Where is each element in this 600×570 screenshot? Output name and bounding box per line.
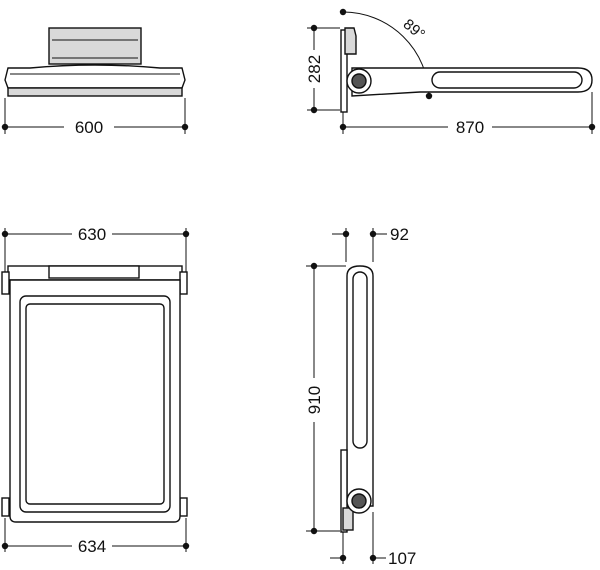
side-upright <box>344 27 357 55</box>
top-view: 630 634 <box>1 225 190 556</box>
dim-870-label: 870 <box>456 118 484 137</box>
folded-view: 92 910 107 <box>305 225 416 568</box>
folded-upright <box>342 507 354 531</box>
front-view: 600 <box>1 27 189 137</box>
side-arm-slot <box>431 71 583 89</box>
dim-634-label: 634 <box>78 537 106 556</box>
dim-107-label: 107 <box>388 549 416 568</box>
front-seat <box>4 64 186 89</box>
top-seat-inner <box>25 303 165 505</box>
top-bracket-left-bottom <box>1 497 10 517</box>
side-hinge-inner <box>351 73 367 89</box>
folded-slot <box>352 271 368 449</box>
dim-910-label: 910 <box>305 386 324 414</box>
folded-wall-plate <box>340 449 348 533</box>
angle-label: 89° <box>400 16 428 44</box>
dim-630-label: 630 <box>78 225 106 244</box>
side-view: 89° 282 870 <box>305 8 596 137</box>
top-bracket-right-bottom <box>179 497 188 517</box>
top-backrest <box>48 265 140 279</box>
side-wall-plate <box>340 29 348 113</box>
front-seat-base <box>7 87 183 97</box>
dim-282-label: 282 <box>305 55 324 83</box>
dim-92-label: 92 <box>390 225 409 244</box>
front-backrest <box>48 27 142 65</box>
dim-600-label: 600 <box>75 118 103 137</box>
top-bracket-right <box>179 271 188 295</box>
folded-hinge-inner <box>351 493 367 509</box>
top-bracket-left <box>1 271 10 295</box>
